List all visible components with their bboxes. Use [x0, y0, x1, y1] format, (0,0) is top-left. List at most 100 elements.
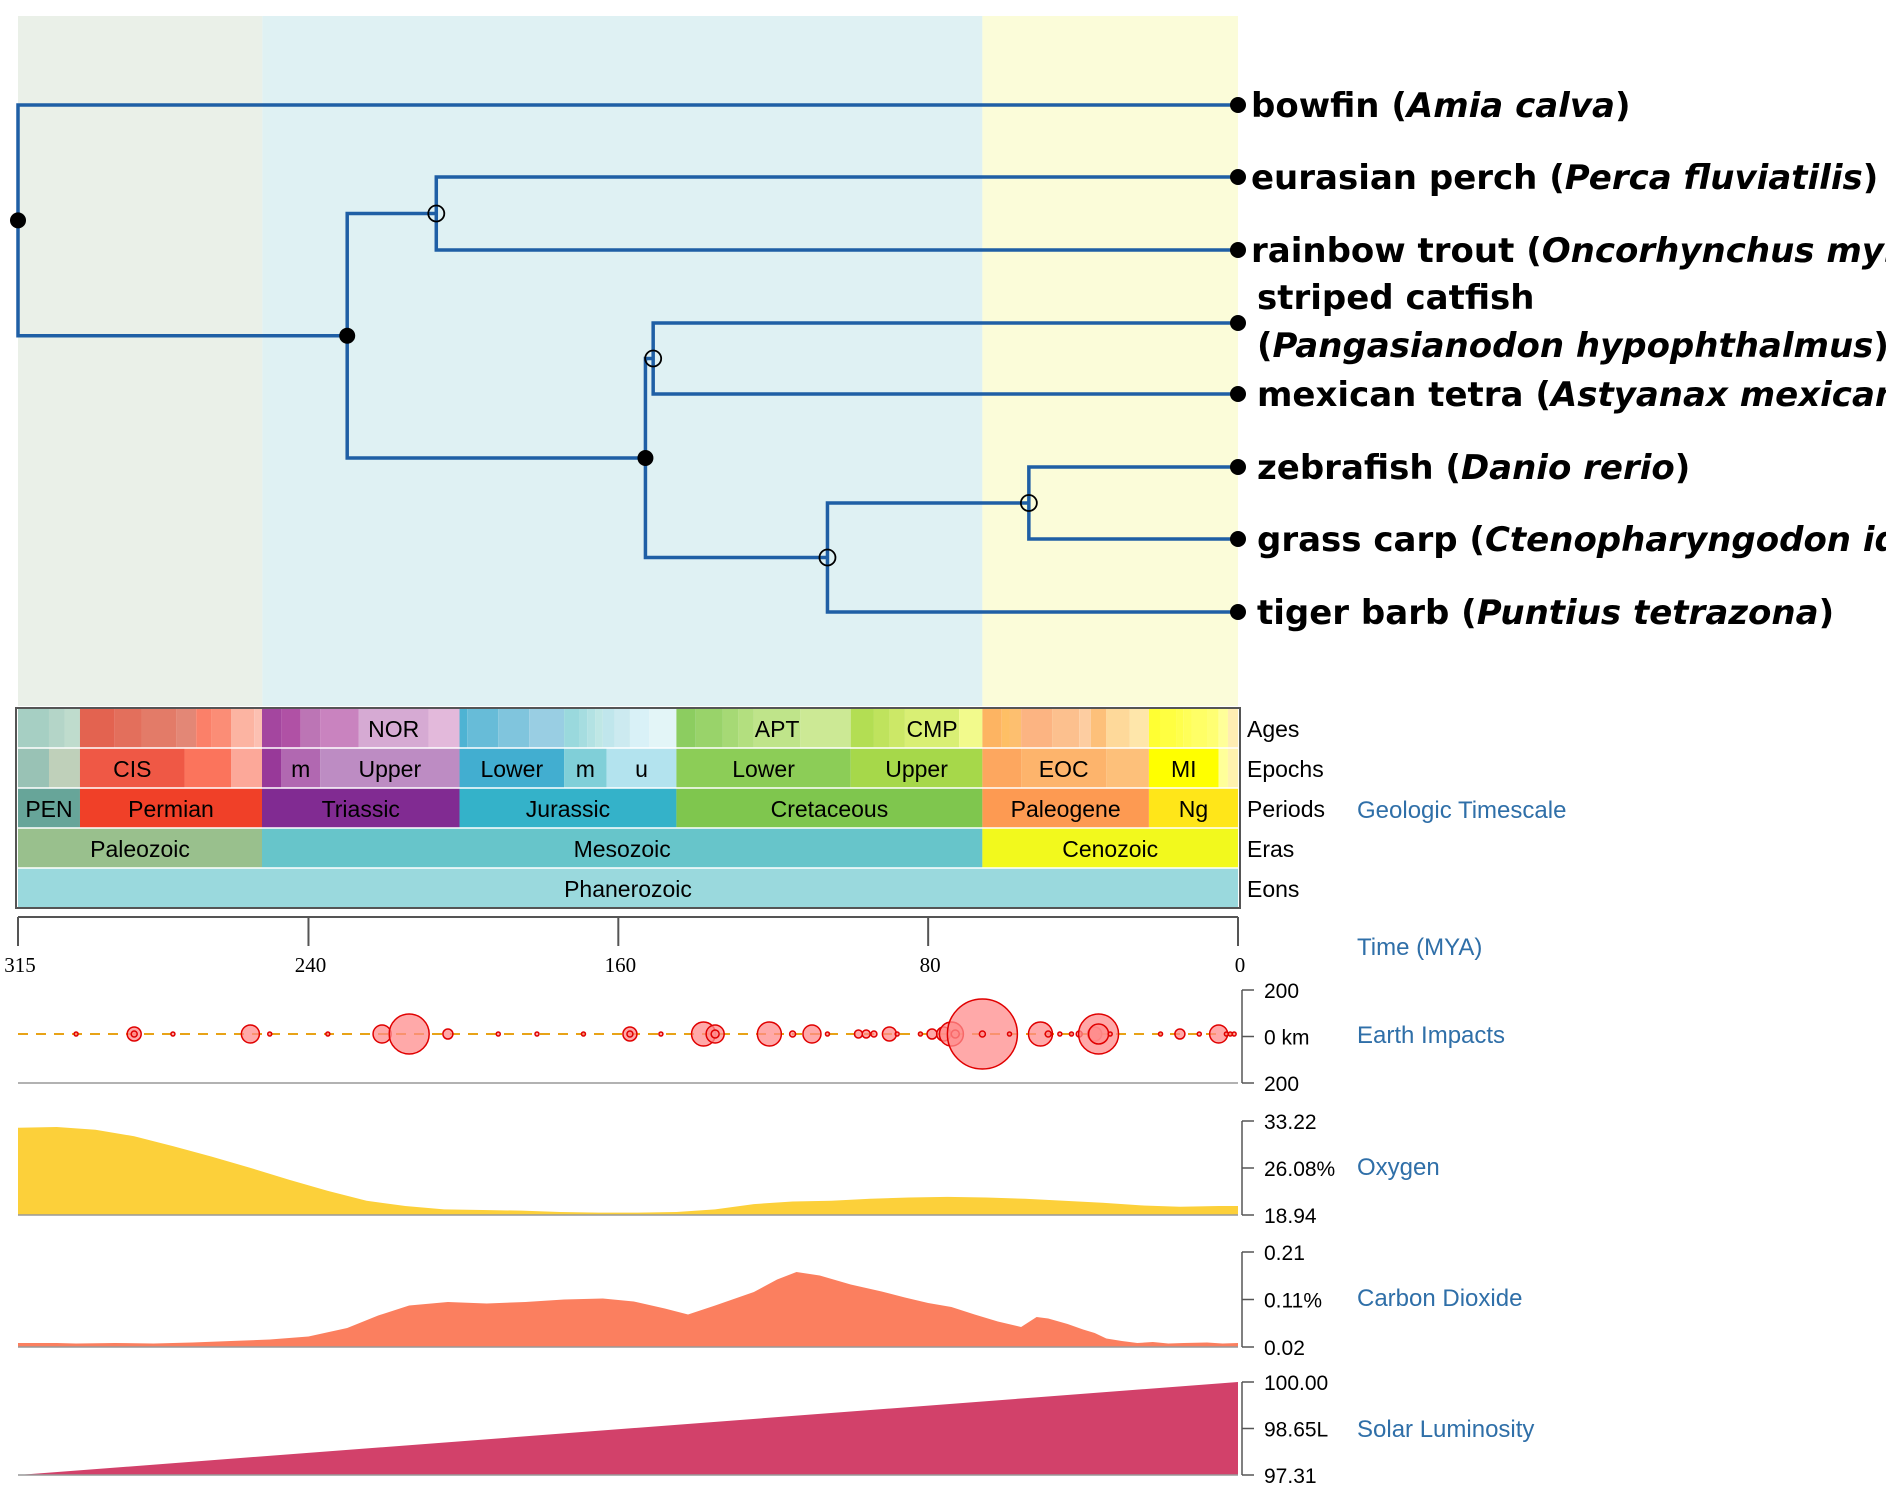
timescale-epoch-label: m: [576, 756, 595, 782]
impact-marker: [1174, 1028, 1186, 1040]
timescale-era-cell: [262, 828, 983, 868]
timescale-age-cell: [262, 708, 282, 748]
node-marker-filled: [637, 450, 654, 466]
node-marker-open: [427, 204, 446, 223]
timescale-age-cell: [1129, 708, 1149, 748]
timescale-age-cell: [695, 708, 723, 748]
solar-luminosity-ytick-label: 100.00: [1264, 1372, 1328, 1395]
solar-luminosity-ytick-label: 97.31: [1264, 1465, 1317, 1488]
timescale-age-cell: [320, 708, 359, 748]
tree-branch: [16, 103, 1238, 221]
timescale-era-label: Mesozoic: [574, 836, 671, 862]
timescale-epoch-label: EOC: [1039, 756, 1089, 782]
timescale-epoch-cell: [606, 748, 677, 788]
earth-impacts-ytick-label: 200: [1264, 1073, 1299, 1096]
tip-marker: [1230, 315, 1246, 331]
timescale-title: Geologic Timescale: [1357, 797, 1566, 824]
taxon-common-name: rainbow trout: [1251, 231, 1514, 271]
timescale-period-cell: [982, 788, 1149, 828]
oxygen-title: Oxygen: [1357, 1154, 1440, 1181]
solar-luminosity-area: [18, 1382, 1238, 1475]
timescale-age-cell: [850, 708, 874, 748]
taxon-common-name: bowfin: [1251, 86, 1380, 126]
tree-branch: [1027, 503, 1238, 541]
timescale-age-cell: [982, 708, 1002, 748]
timescale-age-cell: [459, 708, 468, 748]
timescale-age-cell: [564, 708, 580, 748]
timescale-period-cell: [18, 788, 80, 828]
timescale-age-cell: [1160, 708, 1177, 748]
impact-marker: [372, 1024, 392, 1044]
impact-marker: [240, 1024, 261, 1044]
timescale-age-cell: [1052, 708, 1080, 748]
timescale-age-cell: [467, 708, 499, 748]
timescale-era-label: Paleozoic: [90, 836, 190, 862]
timescale-age-cell: [358, 708, 429, 748]
solar-luminosity-title: Solar Luminosity: [1357, 1416, 1534, 1443]
impact-marker: [325, 1031, 331, 1037]
timescale-epoch-label: Lower: [732, 756, 795, 782]
timescale-epoch-cell: [231, 748, 262, 788]
timescale-age-label: CMP: [906, 716, 957, 742]
paren: (: [1257, 326, 1273, 366]
impact-marker: [881, 1026, 898, 1042]
tree-branch: [345, 335, 646, 460]
carbon-dioxide-ytick-label: 0.11%: [1264, 1290, 1322, 1313]
taxa-labels: bowfin (Amia calva)eurasian perch (Perca…: [1251, 86, 1886, 633]
carbon-dioxide-title: Carbon Dioxide: [1357, 1285, 1522, 1312]
time-axis-tick-label: 0: [1235, 953, 1246, 977]
taxon-label: tiger barb (Puntius tetrazona): [1257, 593, 1834, 633]
impact-marker: [1027, 1021, 1054, 1047]
timescale-row-label: Eras: [1247, 836, 1294, 862]
timescale-age-cell: [722, 708, 739, 748]
impact-marker: [756, 1021, 783, 1047]
impact-marker: [1196, 1031, 1203, 1037]
timescale-age-cell: [1227, 708, 1238, 748]
timescale-age-cell: [1218, 708, 1228, 748]
timescale-age-cell: [1106, 708, 1130, 748]
timescale-eon-cell: [18, 868, 1238, 908]
earth-impacts-title: Earth Impacts: [1357, 1022, 1505, 1049]
impact-marker: [266, 1031, 273, 1037]
time-axis-tick-label: 240: [295, 953, 327, 977]
impact-marker: [1157, 1031, 1164, 1037]
impact-marker: [1044, 1030, 1052, 1038]
timescale-epoch-cell: [48, 748, 80, 788]
timescale-epoch-cell: [79, 748, 185, 788]
timescale-epoch-label: CIS: [113, 756, 151, 782]
taxon-scientific-name: Perca fluviatilis: [1565, 158, 1863, 198]
impact-marker: [788, 1030, 797, 1038]
paren: ): [1675, 448, 1691, 488]
timescale-age-label: APT: [755, 716, 800, 742]
timescale-epoch-cell: [320, 748, 460, 788]
timescale-age-cell: [649, 708, 677, 748]
timescale-age-cell: [176, 708, 197, 748]
timescale-epoch-label: Lower: [480, 756, 543, 782]
timescale-row-label: Ages: [1247, 716, 1299, 742]
timescale-age-cell: [48, 708, 65, 748]
taxon-common-name: tiger barb: [1257, 593, 1449, 633]
tip-marker: [1230, 604, 1246, 620]
timescale-age-cell: [676, 708, 696, 748]
era-background-cenozoic: [982, 16, 1238, 706]
timescale-epoch-cell: [850, 748, 983, 788]
timescale-era-cell: [18, 828, 262, 868]
timescale-age-cell: [114, 708, 142, 748]
timescale-epoch-cell: [1227, 748, 1238, 788]
timescale-age-cell: [629, 708, 650, 748]
timescale-age-cell: [753, 708, 801, 748]
tree-branch: [651, 358, 1238, 396]
impact-marker: [388, 1013, 430, 1055]
timescale-age-cell: [959, 708, 983, 748]
timescale-age-cell: [579, 708, 588, 748]
timescale-age-cell: [614, 708, 630, 748]
earth-impacts-ytick-label: 200: [1264, 980, 1299, 1003]
impact-marker: [73, 1031, 79, 1037]
timescale-period-label: Jurassic: [526, 796, 610, 822]
oxygen-ytick-label: 18.94: [1264, 1205, 1317, 1228]
impact-marker: [870, 1030, 878, 1038]
tree-branch: [345, 211, 437, 336]
oxygen-area: [18, 1127, 1238, 1215]
